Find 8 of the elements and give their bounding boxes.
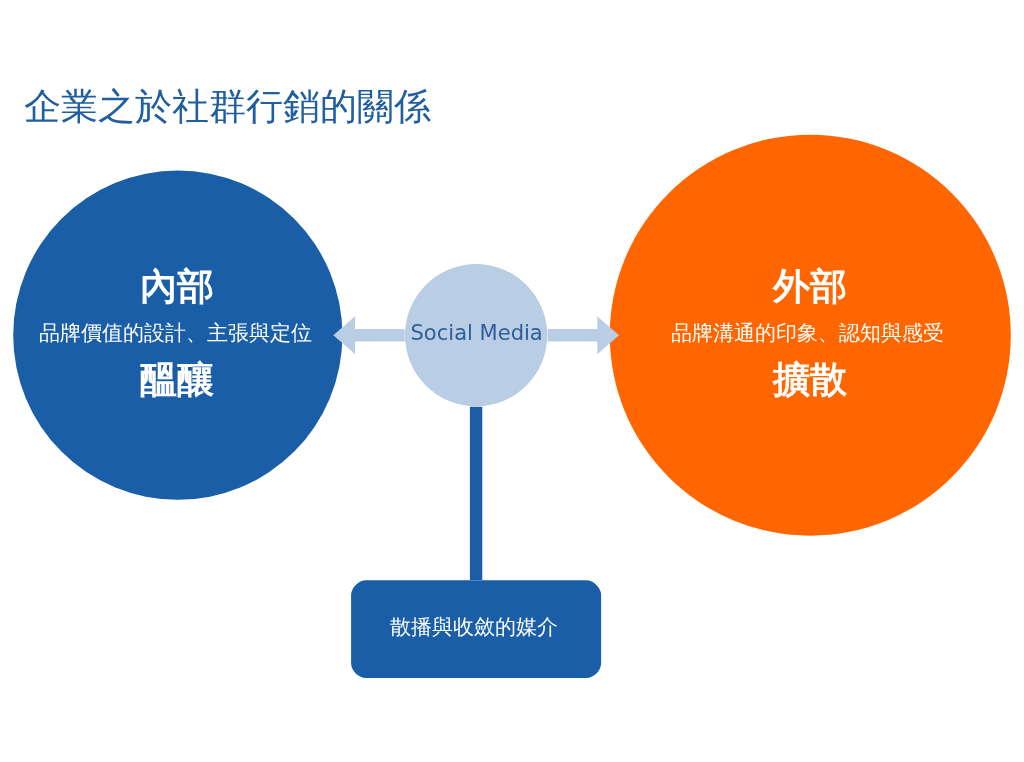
connector <box>469 406 483 581</box>
arrow <box>333 316 405 355</box>
node-circle: 內部 品牌價值的設計、主張與定位 醞釀 <box>13 170 343 500</box>
arrow <box>547 316 620 355</box>
node-circle: 外部 品牌溝通的印象、認知與感受 擴散 <box>609 134 1011 536</box>
node-circle: Social Media <box>404 264 548 407</box>
node-box: 散播與收斂的媒介 <box>351 580 602 679</box>
diagram-title: 企業之於社群行銷的關係 <box>24 84 432 128</box>
